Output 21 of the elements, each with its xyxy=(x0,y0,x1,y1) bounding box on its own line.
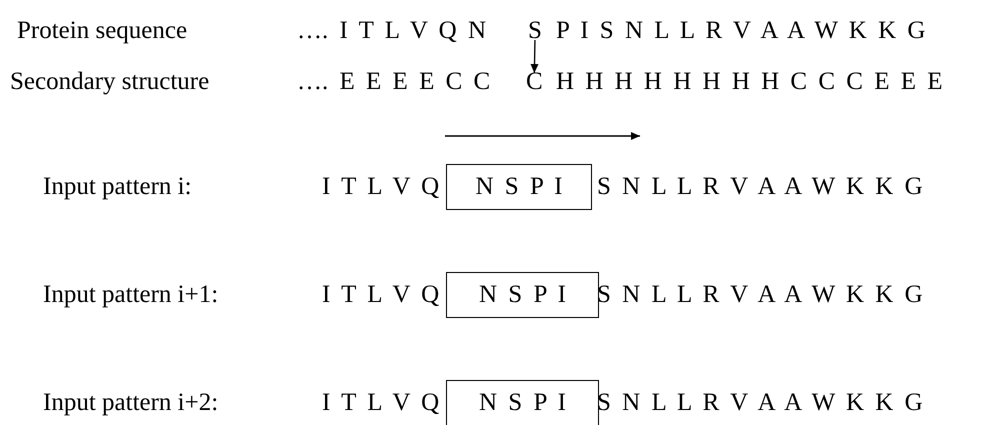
arrow xyxy=(530,40,538,74)
row-label: Input pattern i+2: xyxy=(43,388,218,418)
sequence-text: I T L V Q xyxy=(322,172,440,202)
residue-letter: C xyxy=(526,67,543,97)
row-label: Input pattern i+1: xyxy=(43,280,218,310)
window-box: N S P I xyxy=(446,272,599,318)
row-label: Protein sequence xyxy=(17,16,188,46)
window-box: N S P I xyxy=(446,164,592,210)
sequence-text: S N L L R V A A W K K G xyxy=(597,388,923,418)
structure-text: …. E E E E C C xyxy=(297,67,490,97)
sequence-text: S N L L R V A A W K K G xyxy=(597,172,923,202)
sequence-text: I T L V Q xyxy=(322,388,440,418)
sequence-text: P I S N L L R V A A W K K G xyxy=(556,16,926,46)
residue-letter: S xyxy=(528,16,542,46)
row-label: Input pattern i: xyxy=(43,172,192,202)
sequence-text: I T L V Q xyxy=(322,280,440,310)
sequence-text: …. I T L V Q N xyxy=(297,16,486,46)
sequence-text: S N L L R V A A W K K G xyxy=(597,280,923,310)
window-box: N S P I xyxy=(446,380,599,425)
structure-text: H H H H H H H H C C C E E E xyxy=(556,67,943,97)
row-label: Secondary structure xyxy=(10,67,210,97)
